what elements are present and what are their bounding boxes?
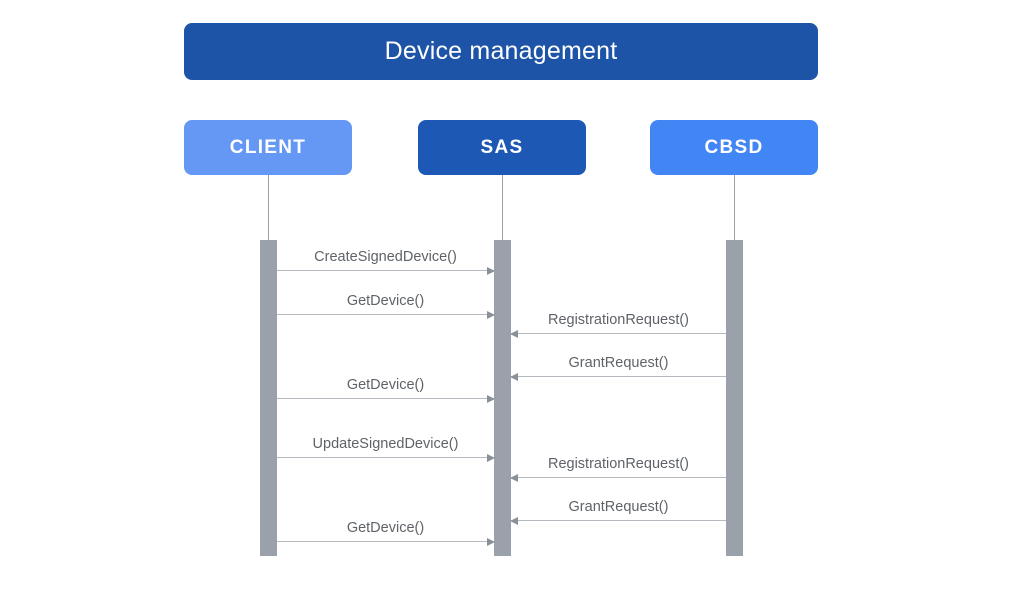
message-label: RegistrationRequest() — [547, 311, 690, 328]
activation-bar-sas — [494, 240, 511, 556]
message-line — [277, 457, 494, 458]
message-label: GetDevice() — [346, 519, 425, 536]
arrowhead-right-icon — [487, 310, 495, 319]
message-line — [277, 314, 494, 315]
participant-label-client: CLIENT — [229, 137, 307, 158]
message-label: RegistrationRequest() — [547, 455, 690, 472]
message-line — [277, 541, 494, 542]
arrowhead-right-icon — [487, 266, 495, 275]
participant-box-cbsd[interactable]: CBSD — [650, 120, 818, 175]
activation-bar-cbsd — [726, 240, 743, 556]
message-label: GrantRequest() — [568, 498, 669, 515]
message-line — [277, 398, 494, 399]
message-label: GrantRequest() — [568, 354, 669, 371]
message-line — [511, 333, 726, 334]
participant-label-sas: SAS — [480, 137, 524, 158]
arrowhead-left-icon — [510, 329, 518, 338]
participant-box-sas[interactable]: SAS — [418, 120, 586, 175]
message-label: GetDevice() — [346, 376, 425, 393]
participant-box-client[interactable]: CLIENT — [184, 120, 352, 175]
arrowhead-right-icon — [487, 537, 495, 546]
activation-bar-client — [260, 240, 277, 556]
arrowhead-left-icon — [510, 473, 518, 482]
arrowhead-left-icon — [510, 372, 518, 381]
message-label: UpdateSignedDevice() — [312, 435, 459, 452]
arrowhead-right-icon — [487, 453, 495, 462]
page-title: Device management — [384, 37, 618, 65]
arrowhead-right-icon — [487, 394, 495, 403]
message-line — [511, 520, 726, 521]
message-label: CreateSignedDevice() — [314, 248, 457, 265]
message-line — [277, 270, 494, 271]
diagram-title-banner: Device management — [184, 23, 818, 80]
participant-label-cbsd: CBSD — [704, 137, 764, 158]
message-line — [511, 477, 726, 478]
arrowhead-left-icon — [510, 516, 518, 525]
message-label: GetDevice() — [346, 292, 425, 309]
message-line — [511, 376, 726, 377]
